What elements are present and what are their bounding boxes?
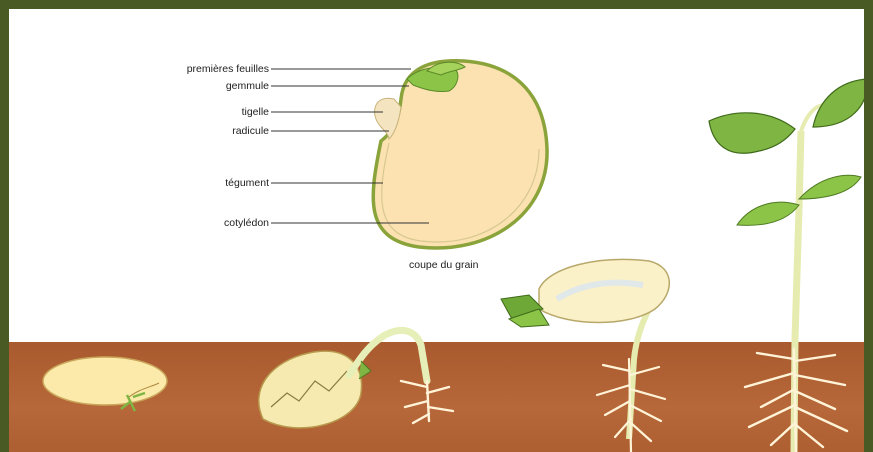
label-radicule: radicule bbox=[149, 125, 269, 137]
seedling-stage-3 bbox=[501, 259, 669, 452]
seed-stage-1 bbox=[43, 357, 167, 411]
label-cotyledon: cotylédon bbox=[149, 217, 269, 229]
seed-cross-section bbox=[373, 61, 547, 248]
tegument-outline bbox=[373, 61, 547, 248]
label-tigelle: tigelle bbox=[149, 106, 269, 118]
caption-coupe-du-grain: coupe du grain bbox=[409, 259, 478, 271]
germination-illustration bbox=[9, 9, 864, 452]
seed-stage-2 bbox=[259, 330, 453, 427]
label-premieres-feuilles: premières feuilles bbox=[149, 63, 269, 75]
label-gemmule: gemmule bbox=[149, 80, 269, 92]
plant-stage-4 bbox=[709, 79, 864, 452]
label-tegument: tégument bbox=[149, 177, 269, 189]
